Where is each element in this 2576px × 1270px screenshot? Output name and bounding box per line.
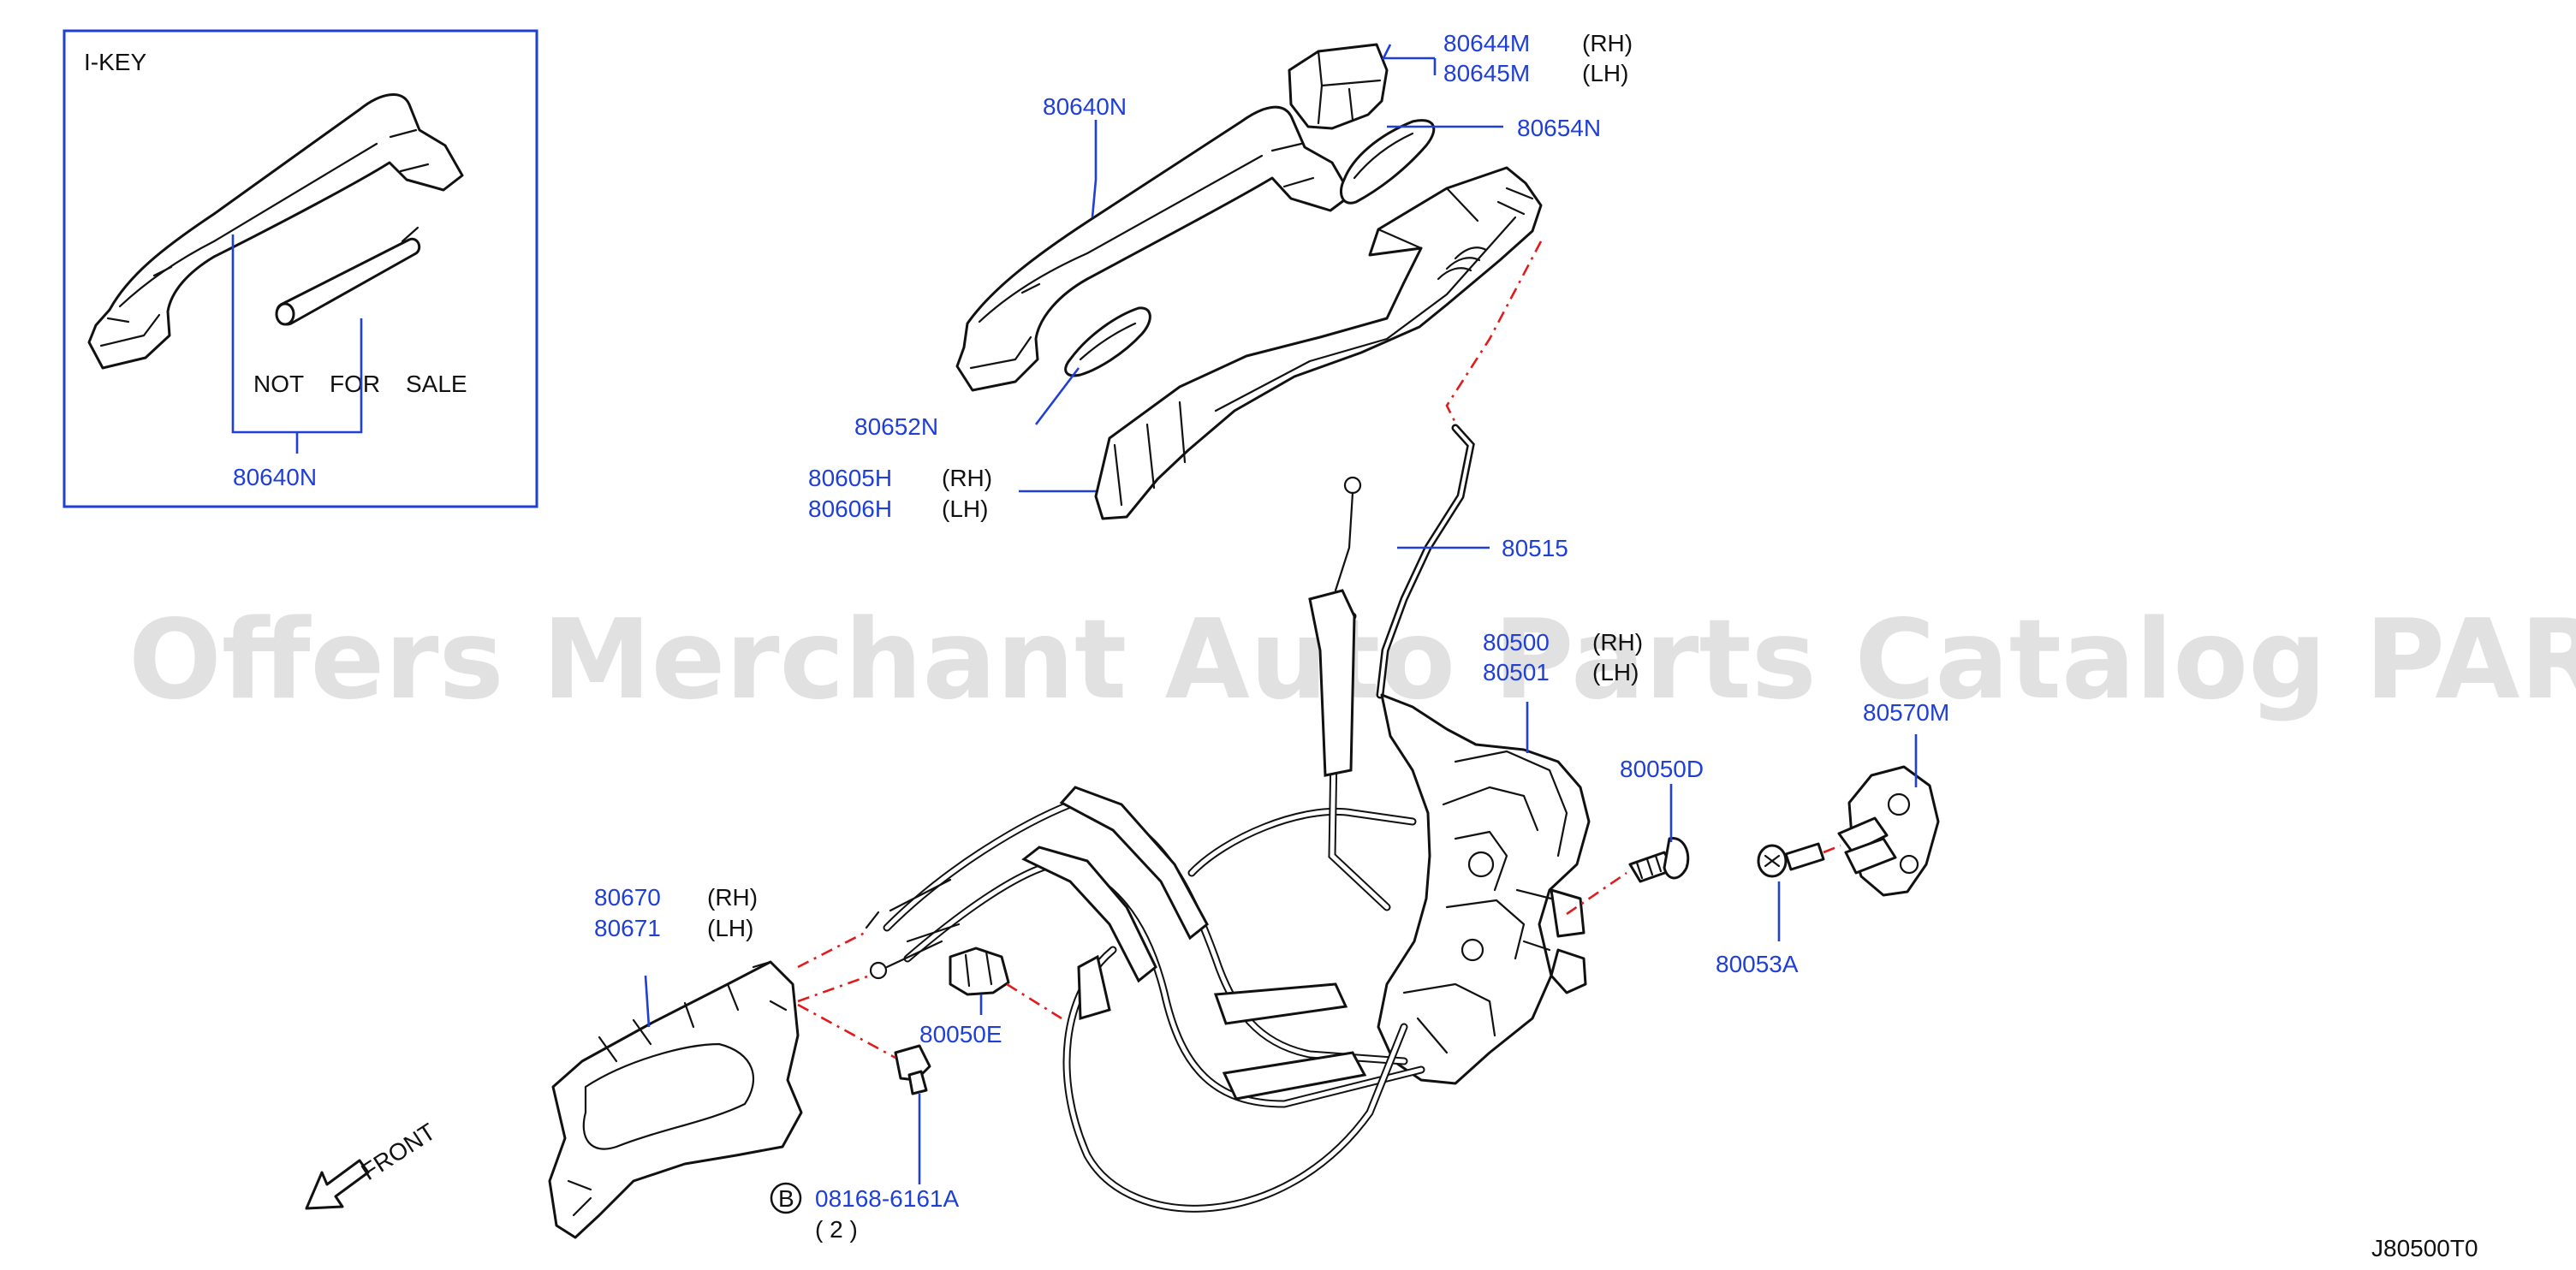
rear-gasket-drawing [1064, 306, 1151, 377]
door-lock-drawing [1377, 693, 1591, 1085]
callout-bolt: 08168-6161A [815, 1185, 959, 1212]
front-label: FRONT [356, 1119, 440, 1186]
callout-bolt-qty: ( 2 ) [815, 1216, 858, 1243]
clip-drawing [949, 947, 1010, 996]
dash-striker [1823, 844, 1841, 854]
callout-bracket-lh: 80606H [808, 496, 892, 522]
callout-striker: 80570M [1863, 699, 1949, 726]
dash-handle-bolt [797, 1003, 896, 1059]
bolt-drawing [894, 1044, 931, 1095]
inside-handle-drawing [548, 960, 803, 1239]
outside-handle-drawing [955, 105, 1353, 392]
callout-lock-rh: 80500 [1483, 629, 1550, 656]
lock-screw-drawing [1628, 837, 1690, 883]
dash-handle-cable-1 [797, 931, 866, 969]
inset-frame [62, 29, 538, 508]
callout-gasket-rear: 80652N [854, 413, 938, 440]
callout-inside-handle-lh: 80671 [594, 915, 661, 941]
dash-clip-sheath [1006, 982, 1062, 1020]
callout-lock-lh: 80501 [1483, 659, 1550, 685]
callout-inside-handle-lh-side: (LH) [707, 915, 753, 941]
callout-leaders [644, 44, 1918, 1184]
callout-escutcheon-lh: 80645M [1443, 60, 1530, 86]
cable-sheath-5 [1077, 954, 1111, 1020]
callout-bracket-rh: 80605H [808, 465, 892, 491]
inset-part-number: 80640N [233, 464, 317, 490]
callout-outside-handle: 80640N [1043, 93, 1127, 120]
inset-sensor-drawing [275, 226, 421, 326]
callout-clip: 80050E [919, 1021, 1002, 1047]
callout-escutcheon-lh-side: (LH) [1582, 60, 1628, 86]
callout-gasket-front: 80654N [1517, 115, 1601, 141]
dash-lock-screw [1566, 871, 1627, 916]
callout-lock-lh-side: (LH) [1592, 659, 1639, 685]
bolt-mark-circle [770, 1182, 802, 1214]
callout-lock-rh-side: (RH) [1592, 629, 1643, 656]
callout-bracket-lh-side: (LH) [942, 496, 988, 522]
cables-drawing [865, 476, 1425, 1213]
dash-handle-cable-2 [797, 974, 871, 1003]
inset-title: I-KEY [84, 49, 146, 75]
callout-inside-handle-rh-side: (RH) [707, 884, 758, 911]
callout-lock-screw: 80050D [1620, 756, 1704, 782]
diagram-code: J80500T0 [2371, 1235, 2478, 1261]
not-for-sale-word-3: SALE [406, 371, 467, 397]
callout-inside-handle-rh: 80670 [594, 884, 661, 911]
inset-leader [231, 234, 363, 454]
callout-bracket-rh-side: (RH) [942, 465, 992, 491]
dash-bracket-rod [1445, 240, 1543, 427]
cable-sheath-1 [1059, 786, 1209, 941]
handle-bracket-drawing [1094, 166, 1543, 520]
cable-sheath-4 [1222, 1051, 1367, 1101]
front-arrow-icon [305, 1159, 370, 1210]
i-key-inset: I-KEY NOT FOR SALE 80640N [62, 29, 538, 508]
front-gasket-drawing [1340, 119, 1436, 205]
callout-escutcheon-rh: 80644M [1443, 30, 1530, 56]
striker-drawing [1837, 765, 1940, 897]
escutcheon-drawing [1288, 43, 1389, 130]
callout-striker-screw: 80053A [1716, 951, 1799, 977]
not-for-sale-word-2: FOR [330, 371, 380, 397]
callouts: 80640N 80644M (RH) 80645M (LH) 80654N 80… [594, 30, 1949, 1243]
cable-sheath-2 [1021, 846, 1157, 983]
callout-rod: 80515 [1502, 535, 1568, 561]
callout-bolt-mark: B [778, 1185, 794, 1212]
callout-escutcheon-rh-side: (RH) [1582, 30, 1633, 56]
front-arrow: FRONT [305, 1119, 440, 1210]
cable-sheath-3 [1213, 982, 1348, 1025]
cable-sheath-6 [1308, 589, 1356, 777]
striker-screw-drawing [1757, 842, 1825, 878]
not-for-sale-word-1: NOT [253, 371, 304, 397]
inset-handle-drawing [87, 93, 464, 370]
